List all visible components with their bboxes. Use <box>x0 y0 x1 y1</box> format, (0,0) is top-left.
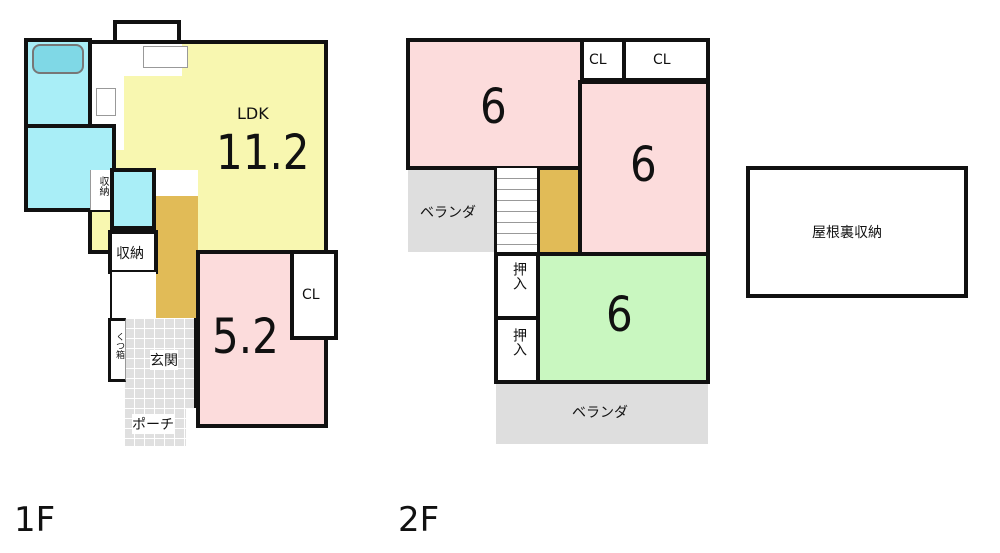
bathtub <box>32 44 84 74</box>
closet-1f <box>290 250 338 340</box>
bedroom-2f-a <box>406 38 584 170</box>
shoe-cabinet <box>108 318 126 382</box>
porch-label: ポーチ <box>132 414 174 434</box>
ldk-label: LDK <box>237 104 269 123</box>
floor-1f-label: 1F <box>14 500 56 540</box>
bedroom-2f-a-size: 6 <box>480 78 507 135</box>
sink <box>143 46 188 68</box>
hall-2f <box>540 170 578 252</box>
closet-2f-b-label: CL <box>653 52 671 68</box>
veranda-left-label: ベランダ <box>420 205 476 221</box>
stairs-2f <box>494 168 540 254</box>
veranda-bottom-label: ベランダ <box>572 405 628 421</box>
oshiire-a-label: 押入 <box>511 262 527 290</box>
veranda-left <box>408 170 496 252</box>
attic-storage <box>746 166 968 298</box>
storage-small <box>90 170 112 210</box>
veranda-bottom <box>496 384 708 444</box>
shoe-cabinet-label: くつ箱 <box>114 332 124 359</box>
entrance-label: 玄関 <box>150 350 178 370</box>
oshiire-a <box>494 252 540 320</box>
bedroom-2f-b-size: 6 <box>630 136 657 193</box>
oshiire-b <box>494 316 540 384</box>
storage <box>108 230 158 274</box>
washroom <box>24 124 116 212</box>
oshiire-b-label: 押入 <box>511 328 527 356</box>
bedroom-2f-b <box>578 80 710 256</box>
hall <box>156 196 198 318</box>
closet-1f-label: CL <box>302 287 320 303</box>
kitchen-bay <box>113 20 181 44</box>
closet-2f-a-label: CL <box>589 52 607 68</box>
ldk-size: 11.2 <box>216 124 310 181</box>
stairs-1f <box>110 272 156 318</box>
floor-2f-label: 2F <box>398 500 440 540</box>
attic-storage-label: 屋根裏収納 <box>812 225 882 241</box>
toilet <box>110 168 156 230</box>
storage-small-label: 収納 <box>97 176 108 196</box>
stove <box>96 88 116 116</box>
hall-top <box>156 170 198 196</box>
tatami-room-size: 6 <box>606 286 633 343</box>
bedroom-1f-size: 5.2 <box>212 308 279 365</box>
closet-2f-b <box>622 38 710 82</box>
storage-label: 収納 <box>116 246 144 262</box>
